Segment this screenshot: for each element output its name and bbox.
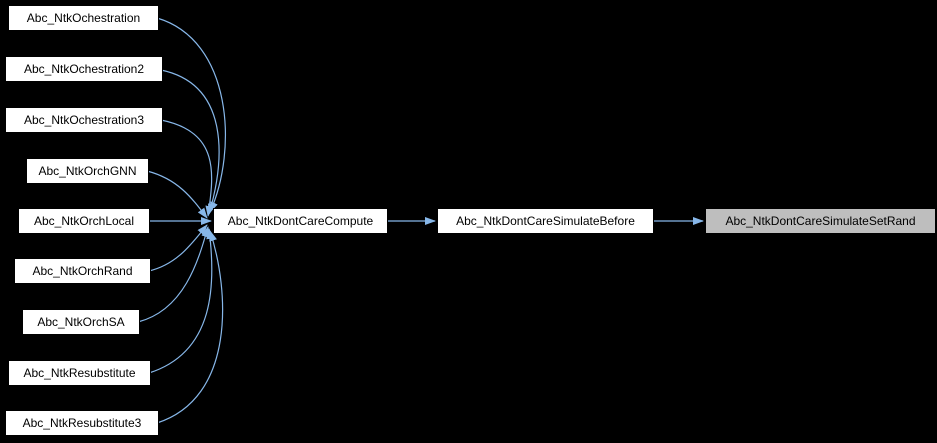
edge-resubstitute-to-dontcarecompute	[148, 228, 215, 374]
node-Abc_NtkOchestration3[interactable]: Abc_NtkOchestration3	[5, 107, 163, 133]
edge-resubstitute3-to-dontcarecompute	[156, 230, 224, 424]
node-Abc_NtkOrchRand[interactable]: Abc_NtkOrchRand	[14, 258, 151, 284]
node-Abc_NtkOrchLocal[interactable]: Abc_NtkOrchLocal	[18, 208, 150, 234]
edge-ochestration2-to-dontcarecompute	[160, 69, 220, 215]
node-Abc_NtkResubstitute3[interactable]: Abc_NtkResubstitute3	[5, 410, 159, 436]
edge-orchsa-to-dontcarecompute	[137, 226, 210, 323]
edge-ochestration3-to-dontcarecompute	[160, 119, 214, 217]
node-Abc_NtkDontCareSimulateBefore[interactable]: Abc_NtkDontCareSimulateBefore	[437, 208, 654, 234]
node-Abc_NtkOchestration2[interactable]: Abc_NtkOchestration2	[5, 56, 163, 82]
node-Abc_NtkDontCareSimulateSetRand: Abc_NtkDontCareSimulateSetRand	[705, 208, 936, 234]
node-Abc_NtkOrchSA[interactable]: Abc_NtkOrchSA	[22, 309, 140, 335]
edge-orchrand-to-dontcarecompute	[148, 224, 208, 272]
node-Abc_NtkDontCareCompute[interactable]: Abc_NtkDontCareCompute	[213, 208, 388, 234]
edge-ochestration-to-dontcarecompute	[156, 17, 227, 213]
node-Abc_NtkResubstitute[interactable]: Abc_NtkResubstitute	[8, 360, 151, 386]
node-Abc_NtkOchestration[interactable]: Abc_NtkOchestration	[8, 5, 159, 31]
node-Abc_NtkOrchGNN[interactable]: Abc_NtkOrchGNN	[26, 158, 149, 184]
edge-orchgnn-to-dontcarecompute	[146, 170, 208, 219]
edge-group	[137, 17, 704, 424]
